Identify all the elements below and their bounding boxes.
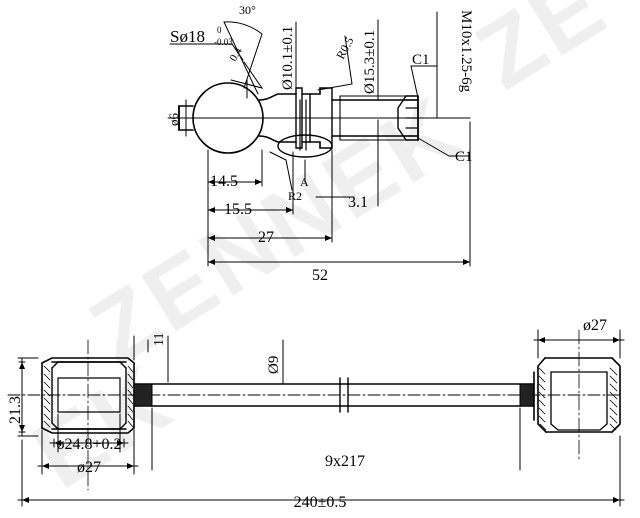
pin-diameter-label: ø6 [166,113,181,127]
chamfer-top-label: C1 [412,52,430,68]
thread-spec-label: M10x1.25-6g [458,10,474,93]
radius-label: R0.5 [333,35,356,62]
socket-outer-diameter-right-label: ø27 [583,317,607,334]
bore-diameter-label: ø24.8+0.2 [56,436,121,453]
angle-label: 30° [239,3,256,17]
flange-thickness-label: 11 [152,333,167,346]
dim-27: 27 [258,229,274,246]
dim-3-1: 3.1 [348,194,368,211]
surface-finish-label: 0.4 [227,45,245,63]
dim-rod-9x217: 9x217 [325,453,365,470]
section-mark-label: A [300,175,309,189]
rod-diameter-label: Ø9 [266,356,282,374]
sphere-tolerance-lower: -0.03 [214,37,233,47]
arrowheads [19,179,620,503]
link-geometry [7,329,621,461]
ball-stud-dimension-lines [185,99,471,267]
ball-stud-leaders [169,11,471,191]
dim-overall-240: 240±0.5 [294,494,347,511]
link-dimension-lines [17,329,625,507]
socket-outer-diameter-left-label: ø27 [77,459,101,476]
dim-52: 52 [312,267,328,284]
shoulder-diameter-label: Ø15.3±0.1 [362,30,378,94]
chamfer-bottom-label: C1 [455,149,473,165]
sphere-diameter-label: Sø18 [170,27,205,46]
socket-height-label: 21.3 [7,396,24,424]
neck-diameter-label: Ø10.1±0.1 [280,26,296,90]
dim-15-5: 15.5 [224,201,252,218]
fillet-label: R2 [288,189,302,203]
dim-14-5: 14.5 [210,173,238,190]
sphere-tolerance-upper: 0 [217,25,222,35]
